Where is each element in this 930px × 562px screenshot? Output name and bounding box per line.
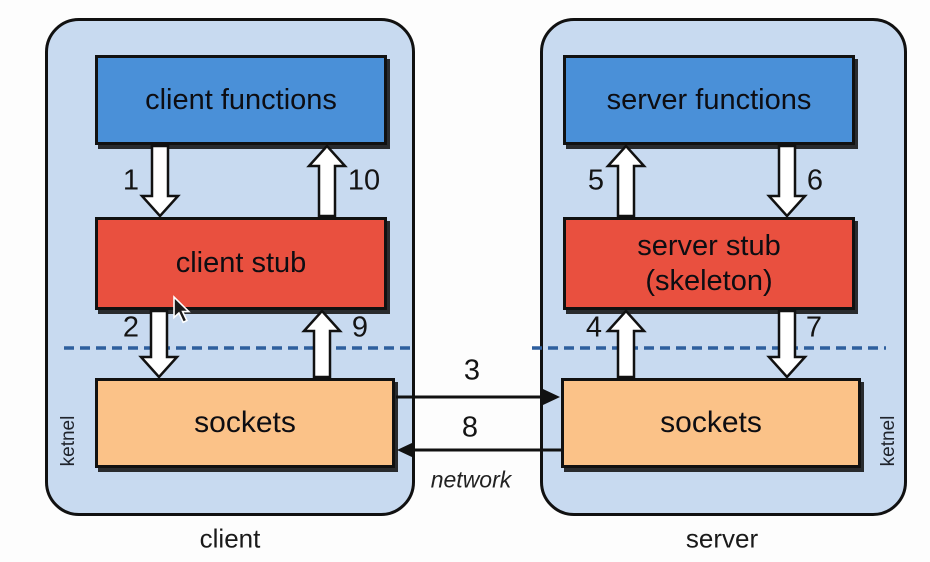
server-sockets-label: sockets — [660, 406, 762, 440]
step-label-3: 3 — [463, 354, 481, 387]
step-label-2: 2 — [122, 311, 140, 344]
step-label-4: 4 — [585, 311, 603, 344]
step-label-1: 1 — [122, 164, 140, 197]
client-functions-label: client functions — [145, 83, 337, 116]
step-label-10: 10 — [347, 164, 381, 197]
server-stub-label-line2: (skeleton) — [645, 264, 773, 297]
server-kernel-label: ketnel — [878, 415, 899, 467]
server-caption: server — [685, 523, 759, 554]
network-request-arrow-step3-icon — [396, 389, 560, 405]
step-label-7: 7 — [805, 311, 823, 344]
server-sockets-box: sockets — [561, 378, 861, 468]
client-sockets-label: sockets — [194, 406, 296, 440]
step-label-8: 8 — [461, 411, 479, 444]
client-stub-box: client stub — [95, 217, 387, 310]
server-stub-box: server stub (skeleton) — [563, 217, 855, 310]
network-reply-arrow-step8-icon — [397, 442, 561, 458]
client-stub-label: client stub — [175, 247, 307, 280]
client-functions-box: client functions — [95, 55, 387, 145]
network-caption: network — [430, 466, 512, 493]
step-label-5: 5 — [587, 164, 605, 197]
step-label-9: 9 — [351, 311, 369, 344]
server-functions-label: server functions — [606, 83, 812, 116]
server-stub-label-line1: server stub — [637, 230, 781, 263]
client-kernel-label: ketnel — [58, 415, 79, 467]
step-label-6: 6 — [806, 164, 824, 197]
client-caption: client — [199, 523, 261, 554]
server-functions-box: server functions — [563, 55, 855, 145]
client-sockets-box: sockets — [95, 378, 395, 468]
